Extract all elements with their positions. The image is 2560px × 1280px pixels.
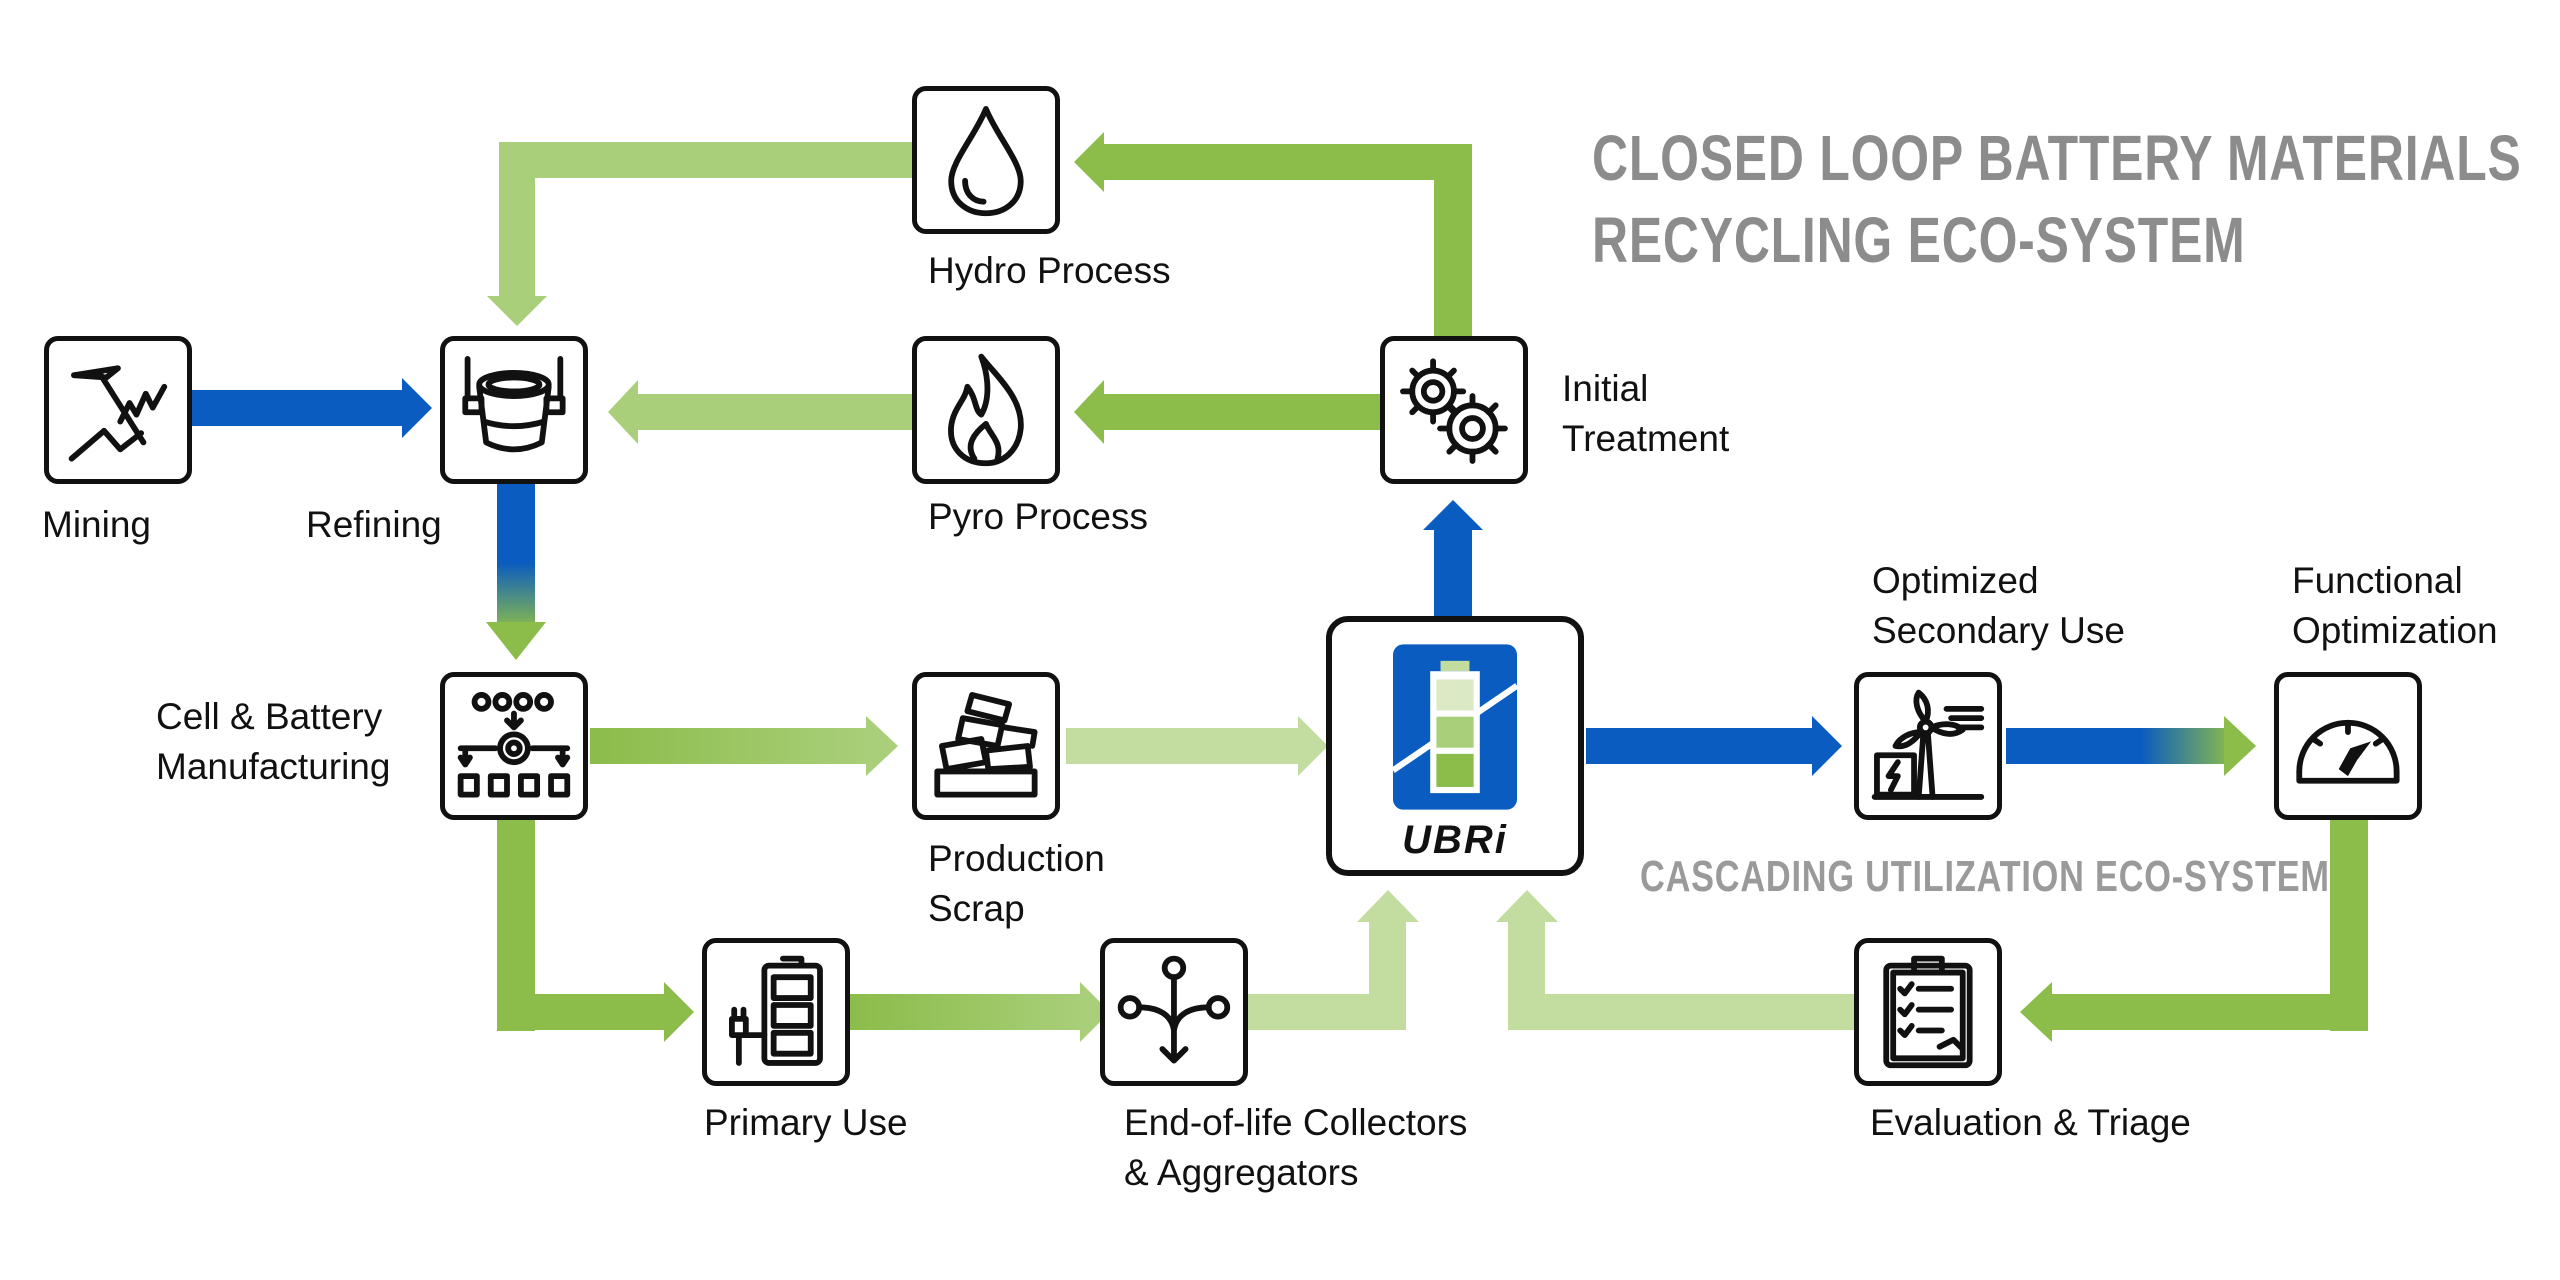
arrow-ubri-to-initial: [1423, 500, 1483, 622]
production-scrap-label-line1: Production: [928, 838, 1105, 879]
initial-treatment-node: [1380, 336, 1528, 484]
arrow-secondary-to-functional: [2006, 716, 2256, 776]
ubri-node: UBRi: [1326, 616, 1584, 876]
initial-treatment-label-line1: Initial: [1562, 368, 1649, 409]
arrow-initial-to-hydro: [1074, 132, 1472, 338]
wind-turbine-icon: [1871, 689, 1985, 800]
mining-node: [44, 336, 192, 484]
assembly-gear-icon: [457, 692, 571, 798]
functional-optimization-label-line2: Optimization: [2292, 610, 2498, 651]
gauge-icon: [2296, 719, 2400, 784]
arrow-primary-to-eol: [850, 982, 1110, 1042]
arrow-ubri-to-secondary: [1586, 716, 1842, 776]
arrow-refining-to-cell: [486, 480, 546, 660]
arrow-cell-to-primary: [497, 815, 694, 1042]
arrow-initial-to-pyro: [1074, 380, 1384, 444]
arrow-evaluation-to-ubri: [1496, 890, 1862, 1030]
diagram-title-line1: CLOSED LOOP BATTERY MATERIALS: [1592, 122, 2522, 194]
cell-battery-label-line1: Cell & Battery: [156, 696, 383, 737]
branch-icon: [1117, 955, 1231, 1064]
scrap-pile-icon: [934, 692, 1038, 798]
production-scrap-node: [912, 672, 1060, 820]
pickaxe-icon: [68, 365, 168, 462]
cell-battery-label-line2: Manufacturing: [156, 746, 391, 787]
water-drop-icon: [948, 106, 1024, 217]
evaluation-triage-label: Evaluation & Triage: [1870, 1102, 2191, 1143]
diagram-title-line2: RECYCLING ECO-SYSTEM: [1592, 204, 2246, 276]
secondary-use-label-line1: Optimized: [1872, 560, 2039, 601]
pyro-process-label: Pyro Process: [928, 496, 1149, 537]
battery-plug-icon: [729, 955, 823, 1066]
functional-optimization-label-line1: Functional: [2292, 560, 2463, 601]
cascading-subtitle: CASCADING UTILIZATION ECO-SYSTEM: [1640, 852, 2330, 901]
secondary-use-node: [1854, 672, 2002, 820]
end-of-life-label-line1: End-of-life Collectors: [1124, 1102, 1468, 1143]
refining-label: Refining: [306, 504, 442, 545]
battery-icon: [1391, 644, 1519, 810]
crucible-icon: [462, 356, 566, 453]
arrow-scrap-to-ubri: [1066, 716, 1328, 776]
arrow-hydro-to-refining: [487, 142, 917, 326]
arrow-pyro-to-refining: [608, 380, 918, 444]
hydro-process-label: Hydro Process: [928, 250, 1171, 291]
end-of-life-label-line2: & Aggregators: [1124, 1152, 1359, 1193]
refining-node: [440, 336, 588, 484]
functional-optimization-node: [2274, 672, 2422, 820]
flame-icon: [948, 353, 1024, 467]
arrow-mining-to-refining: [192, 378, 432, 438]
ubri-brand: UBRi: [1402, 818, 1508, 862]
clipboard-checklist-icon: [1883, 955, 1973, 1069]
end-of-life-node: [1100, 938, 1248, 1086]
evaluation-triage-node: [1854, 938, 2002, 1086]
arrow-eol-to-ubri: [1248, 890, 1419, 1030]
arrow-functional-to-evaluation: [2020, 815, 2368, 1042]
secondary-use-label-line2: Secondary Use: [1872, 610, 2125, 651]
hydro-process-node: [912, 86, 1060, 234]
production-scrap-label-line2: Scrap: [928, 888, 1025, 929]
pyro-process-node: [912, 336, 1060, 484]
mining-label: Mining: [42, 504, 151, 545]
primary-use-node: [702, 938, 850, 1086]
arrow-cell-to-scrap: [590, 716, 898, 776]
initial-treatment-label-line2: Treatment: [1562, 418, 1730, 459]
cell-battery-manufacturing-node: [440, 672, 588, 820]
gears-icon: [1400, 358, 1508, 464]
primary-use-label: Primary Use: [704, 1102, 908, 1143]
